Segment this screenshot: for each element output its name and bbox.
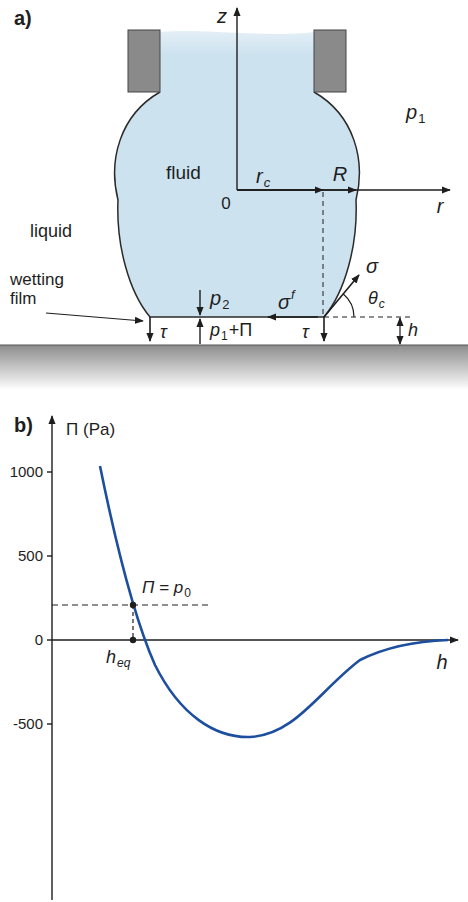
capillary-wall bbox=[314, 30, 346, 92]
angle-arc bbox=[343, 294, 354, 317]
subscript-label: f bbox=[291, 288, 295, 302]
pressure-arrow bbox=[199, 290, 200, 315]
radius-arrow bbox=[237, 189, 356, 190]
symbol-label: θ bbox=[368, 289, 378, 309]
z-axis bbox=[236, 8, 237, 190]
symbol-label: p bbox=[406, 101, 417, 123]
subscript-label: c bbox=[264, 176, 271, 190]
fluid-region: fluid bbox=[160, 158, 207, 188]
pressure-curve bbox=[100, 466, 448, 737]
point-marker bbox=[130, 637, 136, 643]
subscript-label: 1 bbox=[418, 112, 425, 126]
dashed-guide bbox=[132, 605, 133, 640]
symbol-label: liquid bbox=[30, 222, 72, 242]
pressure-arrow bbox=[199, 319, 200, 344]
tension-arrow bbox=[324, 275, 359, 317]
symbol-label: p bbox=[210, 321, 220, 341]
symbol-label: 500 bbox=[18, 548, 43, 565]
y-axis bbox=[51, 416, 52, 900]
symbol-label: 0 bbox=[221, 195, 230, 214]
symbol-label: τ bbox=[160, 323, 167, 343]
thickness-dimension bbox=[399, 318, 400, 344]
substrate-surface bbox=[0, 344, 468, 345]
subscript-label: eq bbox=[117, 657, 130, 670]
symbol-label: z bbox=[217, 5, 227, 27]
symbol-label: r bbox=[437, 195, 444, 217]
x-axis bbox=[52, 639, 458, 640]
point-marker bbox=[130, 602, 136, 608]
subscript-label: 2 bbox=[222, 298, 229, 312]
dashed-guide bbox=[324, 317, 410, 318]
symbol-label: a) bbox=[14, 7, 32, 29]
symbol-label: h bbox=[106, 648, 116, 668]
symbol-label: b) bbox=[14, 414, 33, 436]
symbol-label: 1000 bbox=[10, 464, 43, 481]
symbol-label: -500 bbox=[13, 716, 43, 733]
symbol-label: h bbox=[408, 321, 418, 341]
symbol-label: Π = p bbox=[142, 579, 183, 598]
symbol-label: σ bbox=[278, 291, 290, 313]
tau-arrow bbox=[323, 317, 325, 341]
tau-arrow bbox=[149, 317, 151, 341]
dashed-guide bbox=[323, 192, 324, 317]
axis-ticks bbox=[47, 472, 52, 724]
symbol-label: wetting film bbox=[10, 271, 84, 308]
film-tension-arrow bbox=[268, 316, 318, 318]
symbol-label: τ bbox=[302, 323, 309, 343]
symbol-label: R bbox=[333, 163, 347, 185]
subscript-label: 1 bbox=[221, 330, 228, 343]
subscript-label: 0 bbox=[184, 587, 191, 600]
symbol-label: 0 bbox=[35, 632, 43, 649]
symbol-label: Π (Pa) bbox=[66, 421, 115, 440]
capillary-wall bbox=[128, 30, 160, 92]
substrate bbox=[0, 345, 468, 390]
leader-line bbox=[46, 313, 143, 321]
subscript-label: +Π bbox=[229, 321, 253, 341]
symbol-label: h bbox=[436, 651, 447, 673]
symbol-label: σ bbox=[366, 255, 378, 277]
subscript-label: c bbox=[379, 298, 385, 311]
symbol-label: r bbox=[256, 165, 263, 187]
symbol-label: p bbox=[210, 287, 221, 309]
region-label: fluid bbox=[166, 162, 201, 184]
